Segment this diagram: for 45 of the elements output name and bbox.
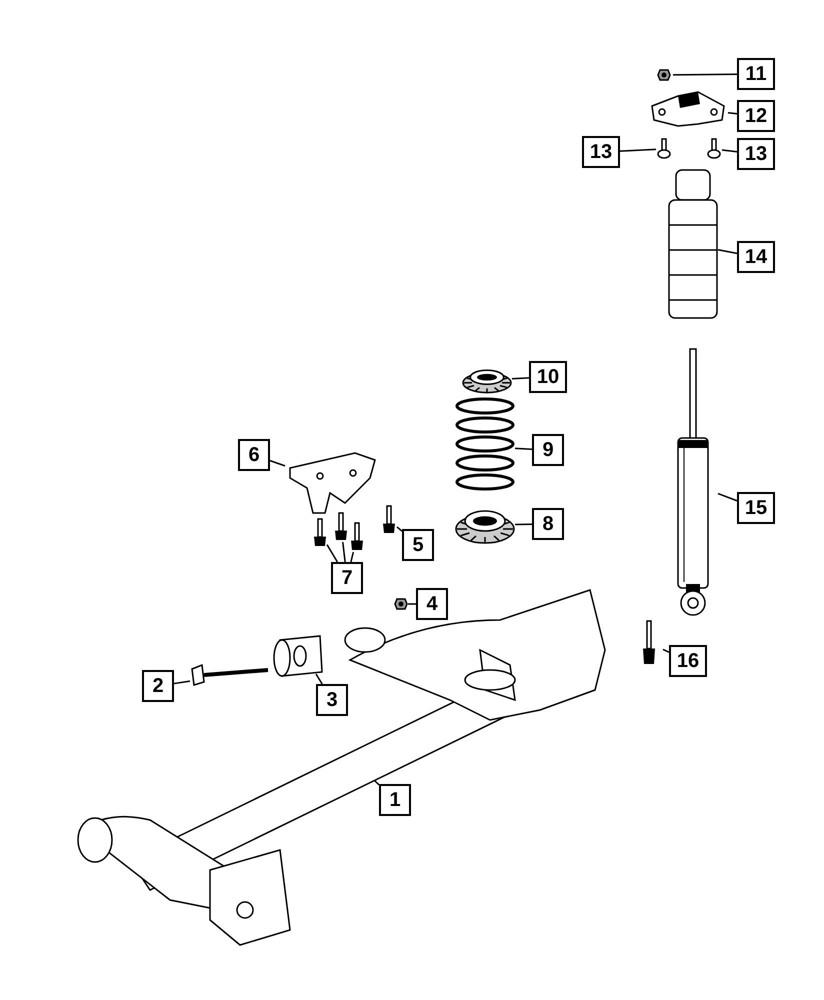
callout-number: 7 <box>331 562 363 594</box>
callout-number: 10 <box>529 361 567 393</box>
callout-number: 1 <box>379 784 411 816</box>
leader-line <box>396 526 402 532</box>
leader-line <box>270 460 286 467</box>
leader-line <box>174 680 190 684</box>
bolt-drawing <box>334 512 348 542</box>
leader-line <box>620 148 656 152</box>
stud-drawing <box>656 138 672 160</box>
leader-line <box>350 552 354 562</box>
callout-number: 11 <box>737 58 775 90</box>
bolt-drawing <box>350 522 364 552</box>
callout-number: 14 <box>737 241 775 273</box>
callout-number: 12 <box>737 100 775 132</box>
leader-line <box>662 648 670 653</box>
callout-number: 9 <box>532 434 564 466</box>
leader-line <box>673 73 737 76</box>
callout-number: 4 <box>416 588 448 620</box>
leader-line <box>326 544 338 562</box>
callout-number: 16 <box>669 645 707 677</box>
leader-line <box>722 149 738 152</box>
callout-number: 13 <box>737 138 775 170</box>
leader-line <box>512 377 530 380</box>
bolt-drawing <box>190 662 270 688</box>
callout-number: 6 <box>238 439 270 471</box>
nut-drawing <box>657 68 673 82</box>
leader-line <box>718 492 738 502</box>
leader-line <box>514 524 532 526</box>
callout-number: 3 <box>316 684 348 716</box>
nut-drawing <box>394 597 408 611</box>
leader-line <box>728 112 738 114</box>
leader-line <box>718 249 738 254</box>
callout-number: 2 <box>142 670 174 702</box>
callout-number: 5 <box>402 529 434 561</box>
leader-line <box>514 448 532 450</box>
bolt-drawing <box>313 518 327 548</box>
callout-number: 8 <box>532 508 564 540</box>
bolt-drawing <box>381 505 397 535</box>
callout-number: 15 <box>737 492 775 524</box>
dust-boot-drawing <box>668 170 718 320</box>
leader-line <box>408 603 416 605</box>
callout-number: 13 <box>582 136 620 168</box>
leader-line <box>342 542 346 562</box>
stud-drawing <box>706 138 722 160</box>
leader-line <box>315 674 323 684</box>
